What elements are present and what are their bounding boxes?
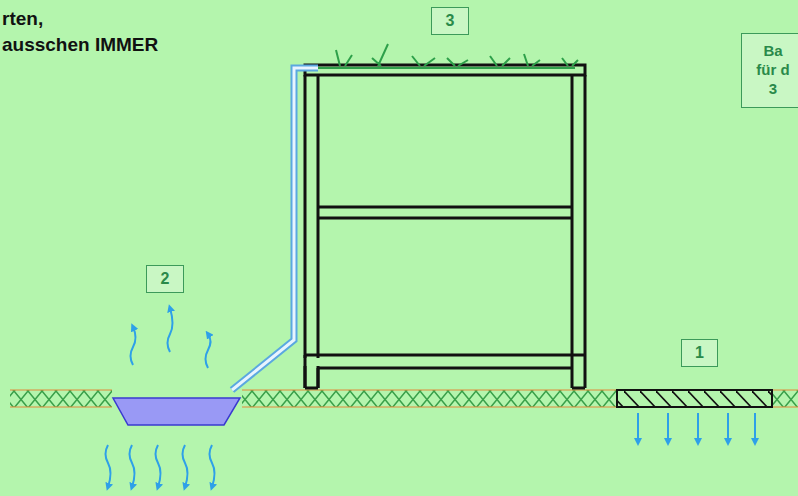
pond <box>113 398 240 425</box>
callout-box: 1 <box>681 339 718 367</box>
building-leg <box>305 355 318 388</box>
paved-area <box>617 390 772 407</box>
callout-box: 3 <box>431 7 469 35</box>
note-text: Ba für d 3 <box>754 42 792 98</box>
paved-area-bg <box>617 390 772 407</box>
callout-box: 2 <box>146 265 184 293</box>
callout-number: 2 <box>161 269 170 289</box>
green-roof <box>318 44 578 68</box>
heading-fragment: rten, <box>2 8 43 30</box>
note-box: Ba für d 3 <box>741 33 798 108</box>
infiltration-arrow <box>106 413 756 487</box>
building <box>305 65 585 388</box>
callout-number: 3 <box>446 11 455 31</box>
downpipe <box>232 68 318 390</box>
heading-fragment: ausschen IMMER <box>2 34 158 56</box>
evaporation-arrow <box>131 308 211 368</box>
callout-number: 1 <box>695 343 704 363</box>
